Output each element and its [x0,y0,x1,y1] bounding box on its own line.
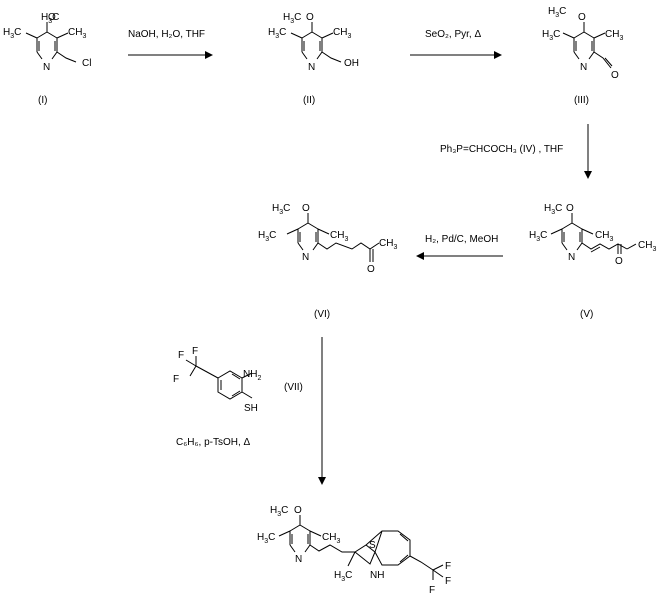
compound-III-nitrogen: N [580,62,587,73]
compound-III: H3C O H3C CH3 N O (III) [542,6,623,106]
compound-III-oxygen: O [578,12,586,23]
product-methoxy: H3C [270,505,288,518]
compound-VII-fluorine-3: F [192,346,198,357]
compound-I-methyl-right: CH3 [68,27,86,40]
compound-VI-acetyl-methyl: CH3 [379,238,397,251]
compound-VII: F F F NH2 SH (VII) [173,346,303,414]
compound-V-acetyl-methyl: CH3 [638,240,656,253]
compound-VII-thiol: SH [244,403,258,414]
compound-VI-methyl-left: H3C [258,230,276,243]
product-fluorine-3: F [429,585,435,596]
product-methyl-left: H3C [257,532,275,545]
compound-I: H3C O H3C CH3 N Cl (I) [3,12,91,106]
compound-VII-label: (VII) [284,382,303,393]
compound-VI: H3C O H3C CH3 N O CH3 (VI) [258,203,397,320]
compound-III-aldehyde-oxygen: O [611,70,619,81]
reaction-step-3: Ph₃P=CHCOCH₃ (IV) , THF [440,124,592,179]
compound-VI-label: (VI) [314,309,330,320]
product-sulfur: S [369,540,376,551]
compound-V-methyl-left: H3C [529,230,547,243]
compound-III-methyl-left: H3C [542,29,560,42]
compound-II-nitrogen: N [308,62,315,73]
reaction-step-2: SeO₂, Pyr, Δ [410,29,502,59]
product-fluorine-1: F [445,561,451,572]
compound-II: H3C O H3C CH3 N OH (II) [268,12,359,106]
compound-II-methoxy: H3C [283,12,301,25]
compound-I-oxygen: O [48,12,56,23]
compound-V-methyl-right: CH3 [595,230,613,243]
compound-III-methoxy: H3C [548,6,566,19]
step4-conditions: H₂, Pd/C, MeOH [425,234,498,245]
step1-conditions: NaOH, H₂O, THF [128,29,205,40]
compound-I-methyl-left: H3C [3,27,21,40]
step3-arrowhead [584,171,592,179]
product-nh: NH [370,570,384,581]
compound-II-methyl-right: CH3 [333,27,351,40]
compound-II-methyl-left: H3C [268,27,286,40]
step1-arrowhead [205,51,213,59]
compound-VI-nitrogen: N [302,252,309,263]
compound-III-label: (III) [574,95,589,106]
compound-VI-methyl-right: CH3 [330,230,348,243]
step2-arrowhead [494,51,502,59]
compound-V-nitrogen: N [568,252,575,263]
reaction-step-1: NaOH, H₂O, THF [128,29,213,59]
reaction-step-4: H₂, Pd/C, MeOH [416,234,503,260]
compound-V-ketone-oxygen: O [615,256,623,267]
compound-III-methyl-right: CH3 [605,29,623,42]
product-methyl-ring: H3C [334,570,352,583]
compound-VII-amine: NH2 [243,369,261,382]
compound-V-label: (V) [580,309,593,320]
compound-VI-ketone-oxygen: O [367,264,375,275]
product-methyl-right: CH3 [322,532,340,545]
compound-VII-fluorine-1: F [178,350,184,361]
compound-I-methoxy: H3C [41,12,59,25]
compound-II-hydroxyl: OH [344,58,359,69]
compound-V-methoxy: H3C [544,203,562,216]
product-nitrogen: N [295,554,302,565]
compound-V: H3C O H3C CH3 N O CH3 (V) [529,203,656,320]
compound-VI-methoxy: H3C [272,203,290,216]
compound-I-chlorine: Cl [82,58,91,69]
step4-arrowhead [416,252,424,260]
step2-conditions: SeO₂, Pyr, Δ [425,29,481,40]
compound-VI-oxygen: O [302,203,310,214]
product-oxygen: O [294,505,302,516]
compound-I-nitrogen: N [43,62,50,73]
reaction-step-5: C₆H₆, p-TsOH, Δ [176,337,326,485]
product-fluorine-2: F [445,576,451,587]
step3-conditions: Ph₃P=CHCOCH₃ (IV) , THF [440,144,563,155]
compound-II-oxygen: O [306,12,314,23]
step5-arrowhead [318,477,326,485]
compound-II-label: (II) [303,95,315,106]
final-product: H3C O H3C CH3 N S NH H3C F F F [257,505,451,596]
compound-V-oxygen: O [566,203,574,214]
compound-I-label: (I) [38,95,47,106]
compound-VII-fluorine-2: F [173,374,179,385]
step5-conditions: C₆H₆, p-TsOH, Δ [176,437,251,448]
